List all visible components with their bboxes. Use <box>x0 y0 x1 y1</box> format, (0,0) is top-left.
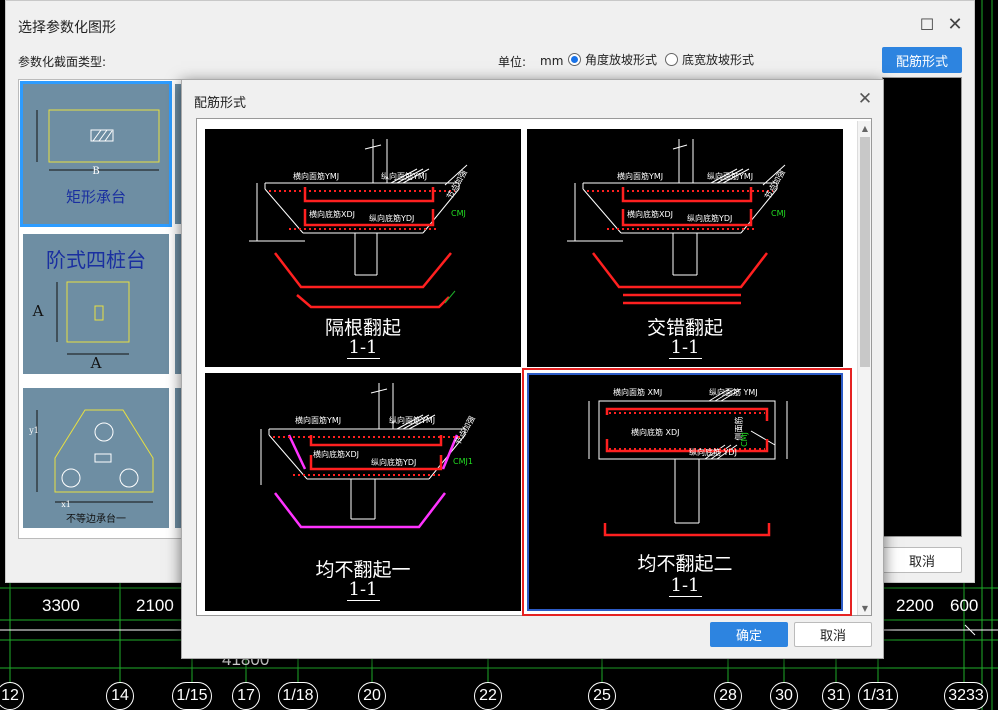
rebar-section-drawing <box>567 139 786 305</box>
preview-panel <box>882 77 962 537</box>
cad-axis-marker: 1/31 <box>858 682 898 710</box>
radio-unchecked-icon <box>665 53 678 66</box>
rebar-option-caption: 交错翻起 <box>646 317 723 339</box>
thumbnail-caption: 阶式四桩台 <box>46 248 146 272</box>
rebar-form-button[interactable]: 配筋形式 <box>882 47 962 73</box>
unit-value: mm <box>540 54 564 68</box>
rebar-option-no-bent-two[interactable]: 横向面筋 XMJ 纵向面筋 YMJ 横向底筋 XDJ 纵向底筋 YDJ 侧面筋 … <box>527 373 843 611</box>
rebar-option-alternate-bent[interactable]: 横向面筋YMJ 纵向面筋YMJ 横向底筋XDJ 纵向底筋YDJ 节点加强 CMJ… <box>205 129 521 367</box>
dialog-title: 配筋形式 <box>194 96 247 111</box>
section-mark: 1-1 <box>346 579 380 601</box>
cad-axis-marker: 1/15 <box>172 682 212 710</box>
cad-axis-marker: 28 <box>714 682 742 710</box>
ok-button[interactable]: 确定 <box>710 622 788 647</box>
cancel-button[interactable]: 取消 <box>794 622 872 647</box>
cad-axis-marker: 30 <box>770 682 798 710</box>
cad-axis-marker: 22 <box>474 682 502 710</box>
cad-dimension: 3300 <box>42 596 80 615</box>
close-icon[interactable]: ✕ <box>857 89 873 109</box>
cad-axis-marker: 1/18 <box>278 682 318 710</box>
four-pile-drawing <box>56 281 130 355</box>
rebar-label: 横向底筋XDJ <box>627 210 673 219</box>
cad-dimension: 2200 <box>896 596 934 615</box>
section-mark: 1-1 <box>668 337 702 359</box>
rebar-label: CMJ <box>451 209 466 218</box>
rebar-label: 纵向底筋 YDJ <box>689 448 737 457</box>
rebar-label: 横向底筋XDJ <box>313 450 359 459</box>
unequal-cap-drawing <box>36 409 154 503</box>
rebar-label: 纵向面筋YMJ <box>381 172 428 181</box>
maximize-icon[interactable]: ☐ <box>919 14 935 34</box>
rebar-label: 纵向底筋YDJ <box>369 214 415 223</box>
radio-angle-slope[interactable]: 角度放坡形式 <box>568 51 657 68</box>
cad-dimension: 2100 <box>136 596 174 615</box>
dialog-title: 选择参数化图形 <box>18 20 116 36</box>
rebar-section-drawing <box>588 388 788 537</box>
cad-axis-marker: 25 <box>588 682 616 710</box>
radio-label: 角度放坡形式 <box>585 53 658 67</box>
rebar-label: 横向底筋XDJ <box>309 210 355 219</box>
radio-checked-icon <box>568 53 581 66</box>
dim-label: B <box>92 166 100 177</box>
unit-label: 单位: <box>498 55 527 69</box>
rebar-option-no-bent-one[interactable]: 横向面筋YMJ 纵向面筋YMJ 横向底筋XDJ 纵向底筋YDJ 节点加强 CMJ… <box>205 373 521 611</box>
rebar-label: 纵向底筋YDJ <box>371 458 417 467</box>
scroll-down-icon[interactable]: ▼ <box>861 603 869 613</box>
rebar-label: 纵向面筋YMJ <box>389 416 436 425</box>
thumbnail-stepped-four-pile[interactable]: 阶式四桩台 A A <box>23 234 169 374</box>
rebar-label: 横向底筋 XDJ <box>631 428 680 437</box>
cad-axis-marker: 3233 <box>944 682 988 710</box>
rebar-label: 横向面筋YMJ <box>617 172 664 181</box>
rebar-form-dialog: 配筋形式 ✕ <box>181 79 884 659</box>
cad-axis-marker: 17 <box>232 682 260 710</box>
section-mark: 1-1 <box>668 575 702 597</box>
dim-label: y1 <box>29 426 39 435</box>
thumbnail-caption: 不等边承台一 <box>66 514 126 525</box>
cad-axis-marker: 14 <box>106 682 134 710</box>
cad-axis-marker: 12 <box>0 682 24 710</box>
rebar-label: CMJ <box>771 209 786 218</box>
cad-axis-marker: 31 <box>822 682 850 710</box>
rebar-label: 纵向底筋YDJ <box>687 214 733 223</box>
rebar-section-drawing <box>249 139 468 309</box>
thumbnail-rect-cap[interactable]: A B 矩形承台 <box>20 81 172 227</box>
rebar-label: CMJ1 <box>453 457 473 466</box>
radio-label: 底宽放坡形式 <box>682 53 755 67</box>
close-icon[interactable]: ✕ <box>947 13 963 35</box>
cad-axis-marker: 20 <box>358 682 386 710</box>
scroll-thumb[interactable] <box>860 137 870 367</box>
rebar-label: CMJ <box>739 432 749 447</box>
scroll-up-icon[interactable]: ▲ <box>861 123 869 133</box>
rebar-option-caption: 均不翻起二 <box>637 553 733 575</box>
rebar-label: 纵向面筋YMJ <box>707 172 754 181</box>
rebar-label: 横向面筋 XMJ <box>613 388 663 397</box>
rebar-label: 横向面筋YMJ <box>293 172 340 181</box>
rebar-label: 纵向面筋 YMJ <box>709 388 758 397</box>
radio-width-slope[interactable]: 底宽放坡形式 <box>665 51 754 68</box>
rebar-label: 横向面筋YMJ <box>295 416 342 425</box>
rebar-option-grid: 横向面筋YMJ 纵向面筋YMJ 横向底筋XDJ 纵向底筋YDJ 节点加强 CMJ… <box>196 118 872 616</box>
rebar-option-caption: 均不翻起一 <box>315 559 411 581</box>
section-mark: 1-1 <box>346 337 380 359</box>
rebar-option-caption: 隔根翻起 <box>324 317 401 339</box>
rect-cap-drawing <box>36 109 160 171</box>
outer-cancel-button[interactable]: 取消 <box>882 547 962 573</box>
section-type-label: 参数化截面类型: <box>18 55 107 69</box>
dim-label: x1 <box>61 500 71 509</box>
cad-dimension: 600 <box>950 596 979 615</box>
thumbnail-caption: 矩形承台 <box>65 188 126 206</box>
dim-label: A <box>90 354 102 372</box>
thumbnail-unequal-cap[interactable]: y1 x1 不等边承台一 <box>23 388 169 528</box>
rebar-option-staggered-bent[interactable]: 横向面筋YMJ 纵向面筋YMJ 横向底筋XDJ 纵向底筋YDJ 节点加强 CMJ… <box>527 129 843 367</box>
vertical-scrollbar[interactable]: ▲ ▼ <box>857 121 871 615</box>
shape-thumbnail-list[interactable]: A B 矩形承台 阶式四桩台 A A <box>18 79 193 539</box>
dim-label: A <box>32 302 44 320</box>
rebar-section-drawing <box>260 383 466 529</box>
